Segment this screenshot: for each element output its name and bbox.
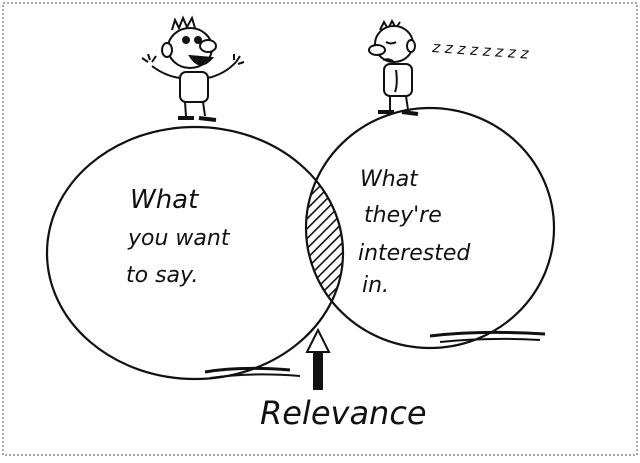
- left-label-line-3: to say.: [126, 263, 198, 288]
- right-ground-shadow-2: [439, 337, 541, 343]
- left-circle: [45, 125, 345, 381]
- right-ground-shadow: [429, 330, 546, 338]
- left-circle-label: What you want to say.: [126, 185, 231, 288]
- relevance-arrow-icon: [305, 327, 331, 390]
- sleeping-person-figure: [368, 18, 419, 116]
- right-label-line-3: interested: [358, 241, 471, 266]
- right-label-line-1: What: [360, 167, 419, 192]
- overlap-hatch-area: [306, 127, 343, 348]
- right-label-line-4: in.: [362, 273, 389, 298]
- dotted-frame-border: [2, 2, 638, 456]
- talking-person-figure: [141, 15, 245, 122]
- left-ground-shadow: [204, 366, 291, 374]
- relevance-label: Relevance: [260, 394, 427, 432]
- right-circle: [304, 106, 556, 350]
- sleep-zzz-text: z z z z z z z z: [431, 38, 531, 63]
- left-label-line-2: you want: [127, 226, 231, 251]
- left-label-line-1: What: [130, 185, 199, 215]
- right-circle-label: What they're interested in.: [358, 167, 471, 298]
- right-label-line-2: they're: [364, 203, 442, 228]
